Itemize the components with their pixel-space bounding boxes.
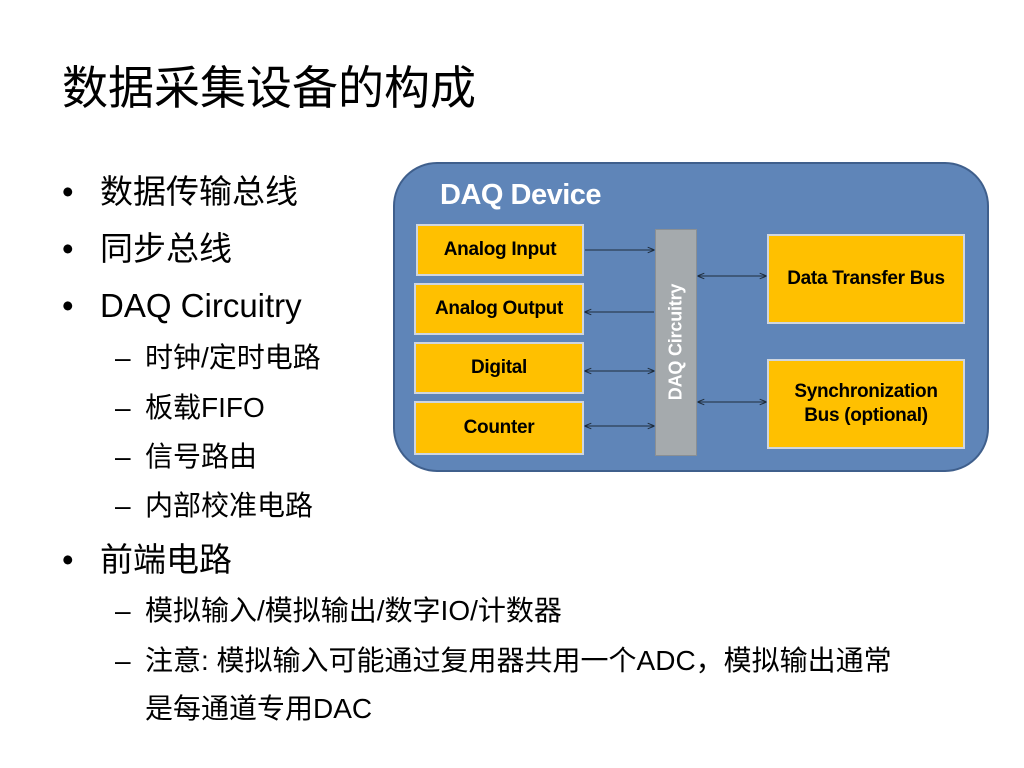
block-digital: Digital bbox=[414, 342, 584, 394]
slide-title: 数据采集设备的构成 bbox=[62, 62, 476, 114]
sub-bullet-text: 板载FIFO bbox=[145, 392, 265, 423]
dash-mark: – bbox=[115, 645, 131, 676]
block-label: Data Transfer Bus bbox=[787, 268, 945, 289]
block-data-transfer-bus: Data Transfer Bus bbox=[767, 234, 965, 324]
dash-mark: – bbox=[115, 490, 131, 521]
block-label-line1: Synchronization bbox=[794, 381, 938, 402]
sub-bullet-text: 是每通道专用DAC bbox=[145, 693, 373, 724]
block-synchronization-bus: Synchronization Bus (optional) bbox=[767, 359, 965, 449]
sub-bullet-text: 内部校准电路 bbox=[145, 490, 314, 521]
block-daq-circuitry bbox=[655, 229, 697, 456]
bullet-text: DAQ Circuitry bbox=[100, 287, 302, 324]
bullet-mark: • bbox=[62, 230, 74, 267]
block-analog-input: Analog Input bbox=[416, 224, 584, 276]
dash-mark: – bbox=[115, 441, 131, 472]
bullet-text: 前端电路 bbox=[100, 541, 232, 578]
block-label-line2: Bus (optional) bbox=[804, 405, 928, 426]
bullet-mark: • bbox=[62, 173, 74, 210]
sub-bullet-text: 时钟/定时电路 bbox=[145, 342, 321, 373]
sub-bullet-text: 注意: 模拟输入可能通过复用器共用一个ADC，模拟输出通常 bbox=[145, 645, 892, 676]
block-analog-output: Analog Output bbox=[414, 283, 584, 335]
bullet-mark: • bbox=[62, 287, 74, 324]
bullet-text: 数据传输总线 bbox=[100, 173, 298, 210]
block-counter: Counter bbox=[414, 401, 584, 455]
bullet-text: 同步总线 bbox=[100, 230, 232, 267]
dash-mark: – bbox=[115, 595, 131, 626]
dash-mark: – bbox=[115, 392, 131, 423]
daq-device-label: DAQ Device bbox=[440, 179, 602, 211]
sub-bullet-text: 信号路由 bbox=[145, 441, 258, 472]
bullet-mark: • bbox=[62, 541, 74, 578]
sub-bullet-text: 模拟输入/模拟输出/数字IO/计数器 bbox=[145, 595, 562, 626]
dash-mark: – bbox=[115, 342, 131, 373]
